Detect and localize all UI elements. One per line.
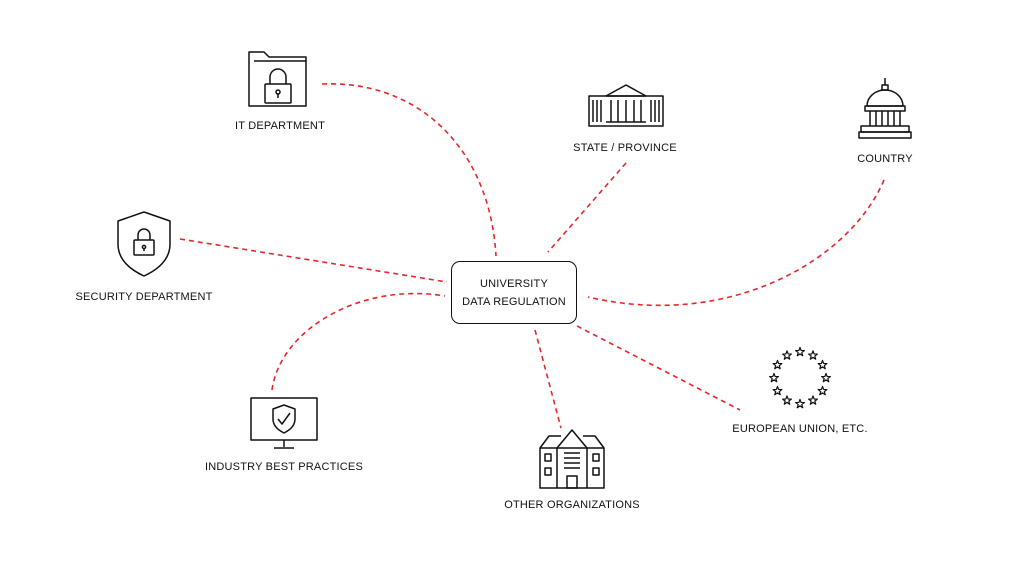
center-line-1: UNIVERSITY: [479, 277, 548, 290]
eu-stars-icon: [769, 346, 831, 409]
connector-industry: [271, 292, 446, 391]
node-label-other: OTHER ORGANIZATIONS: [504, 499, 640, 511]
eu-star: [772, 359, 783, 370]
connector-security: [179, 238, 448, 283]
government-building-icon: [588, 84, 664, 127]
eu-star: [817, 359, 828, 370]
node-label-eu: EUROPEAN UNION, ETC.: [732, 423, 868, 435]
node-label-state: STATE / PROVINCE: [573, 142, 677, 154]
node-label-country: COUNTRY: [857, 153, 913, 165]
connector-country: [587, 179, 885, 307]
monitor-shield-icon: [250, 397, 318, 449]
eu-star: [795, 346, 805, 357]
eu-star: [808, 395, 818, 405]
eu-star: [782, 395, 792, 405]
eu-star: [821, 372, 831, 383]
eu-star: [772, 385, 783, 396]
eu-star: [782, 350, 792, 360]
eu-star: [769, 372, 779, 383]
eu-star: [795, 398, 805, 409]
school-building-icon: [539, 429, 605, 489]
eu-star: [808, 350, 818, 360]
connector-eu: [576, 325, 741, 411]
node-label-industry: INDUSTRY BEST PRACTICES: [204, 461, 364, 473]
center-line-2: DATA REGULATION: [462, 295, 566, 308]
node-label-security: SECURITY DEPARTMENT: [75, 291, 213, 303]
connector-state: [547, 162, 627, 253]
connector-other: [534, 329, 562, 429]
eu-star: [817, 385, 828, 396]
connector-it: [321, 83, 497, 257]
folder-lock-icon: [248, 51, 307, 107]
shield-lock-icon: [117, 211, 171, 277]
node-label-it: IT DEPARTMENT: [235, 120, 325, 132]
capitol-dome-icon: [858, 78, 912, 139]
center-node: UNIVERSITY DATA REGULATION: [451, 261, 577, 324]
